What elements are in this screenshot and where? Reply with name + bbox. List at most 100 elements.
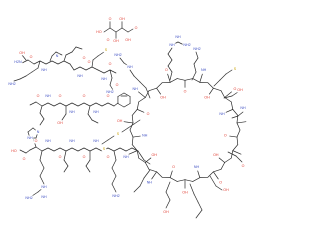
side [109, 77, 113, 86]
side [71, 46, 77, 53]
atom-label: NH [69, 110, 75, 114]
backbone [59, 102, 67, 107]
atom-label: S [117, 132, 120, 136]
side [209, 175, 217, 187]
atom-label: NH [93, 139, 99, 143]
backbone [57, 60, 65, 65]
atom-label: O [59, 155, 62, 159]
arginine-side [39, 159, 45, 169]
atom-nitrogen: N [54, 53, 60, 59]
atom-label: OH [113, 39, 119, 43]
atom-sulfur: S [232, 66, 238, 72]
backbone [63, 60, 71, 65]
atom-nitrogen: NH2 [113, 52, 123, 58]
atom-label: S [105, 48, 108, 52]
atom-oxygen: O [28, 54, 34, 60]
atom-oxygen: OH [150, 152, 158, 158]
macrocycle-backbone [129, 122, 134, 131]
atom-label: O [219, 180, 222, 184]
side [231, 91, 239, 97]
atom-label: N [37, 130, 40, 134]
backbone [131, 147, 139, 152]
atom-label: O [147, 112, 150, 116]
ring-substituent [232, 150, 242, 155]
atom-nitrogen: NH2 [111, 193, 121, 199]
lysine-side [193, 57, 199, 65]
lysine-side [111, 167, 117, 177]
lysine-side [25, 71, 33, 77]
atom-label: S [234, 67, 237, 71]
side [225, 69, 233, 75]
side [139, 177, 145, 187]
side [63, 159, 69, 167]
atom-nitrogen: NH [193, 164, 200, 170]
macrocycle-backbone [236, 129, 241, 138]
atom-label: H2N [14, 60, 22, 64]
arginine-side [169, 71, 173, 81]
atom-label: O [83, 94, 86, 98]
atom-nitrogen: NH [26, 135, 34, 141]
atom-label: O [184, 90, 187, 94]
atom-oxygen: O [107, 61, 113, 67]
side [227, 151, 237, 157]
backbone [107, 102, 115, 107]
atom-label: OH [204, 96, 210, 100]
backbone [97, 69, 105, 74]
atom-label: NH2 [114, 53, 121, 57]
arginine-side [39, 175, 45, 185]
arginine-side [139, 81, 147, 89]
backbone [47, 147, 55, 152]
side [109, 69, 113, 79]
side [235, 155, 243, 163]
atom-nitrogen: NH [76, 73, 84, 79]
atom-label: OH [125, 38, 131, 42]
macrocycle-backbone [131, 109, 138, 116]
side [63, 150, 67, 161]
atom-label: N [56, 54, 59, 58]
side [109, 84, 114, 91]
atom-label: O [233, 87, 236, 91]
atom-label: O [83, 56, 86, 60]
ring-substituent [128, 150, 138, 155]
backbone [47, 102, 55, 107]
atom-nitrogen: NH [122, 154, 130, 160]
side [92, 55, 99, 61]
atom-label: O [165, 68, 168, 72]
atom-label: NH [123, 155, 129, 159]
side [137, 150, 145, 161]
atom-oxygen: O [57, 93, 63, 99]
side [215, 185, 223, 191]
atom-label: NH2 [112, 194, 119, 198]
macrocycle-backbone [207, 82, 214, 89]
ring-substituent [156, 87, 161, 95]
atom-oxygen: O [57, 154, 63, 160]
atom-oxygen: OH [236, 87, 244, 93]
lysine-side [37, 60, 41, 69]
backbone [71, 102, 79, 107]
macrocycle-backbone [192, 177, 201, 182]
citrate-backbone [103, 27, 111, 33]
phenyl-ring [117, 103, 125, 108]
backbone [41, 147, 49, 152]
backbone [29, 146, 37, 151]
backbone [119, 147, 127, 152]
side [61, 113, 67, 121]
side [231, 115, 239, 119]
backbone [41, 102, 49, 107]
atom-label: OH [223, 188, 229, 192]
atom-oxygen: OH [222, 187, 230, 193]
atom-label: O [23, 157, 26, 161]
atom-label: NH [41, 185, 47, 189]
backbone [21, 59, 29, 64]
atom-nitrogen: NH2 [24, 195, 34, 201]
backbone [109, 69, 117, 74]
arginine-side [39, 150, 43, 161]
atom-oxygen: O [81, 55, 87, 61]
atom-label: O [83, 155, 86, 159]
macrocycle-backbone [148, 168, 157, 173]
backbone [125, 147, 133, 152]
macrocycle-backbone [136, 101, 140, 110]
arginine-side [145, 87, 151, 99]
atom-nitrogen: NH [44, 93, 52, 99]
atom-oxygen: OH [212, 152, 220, 158]
